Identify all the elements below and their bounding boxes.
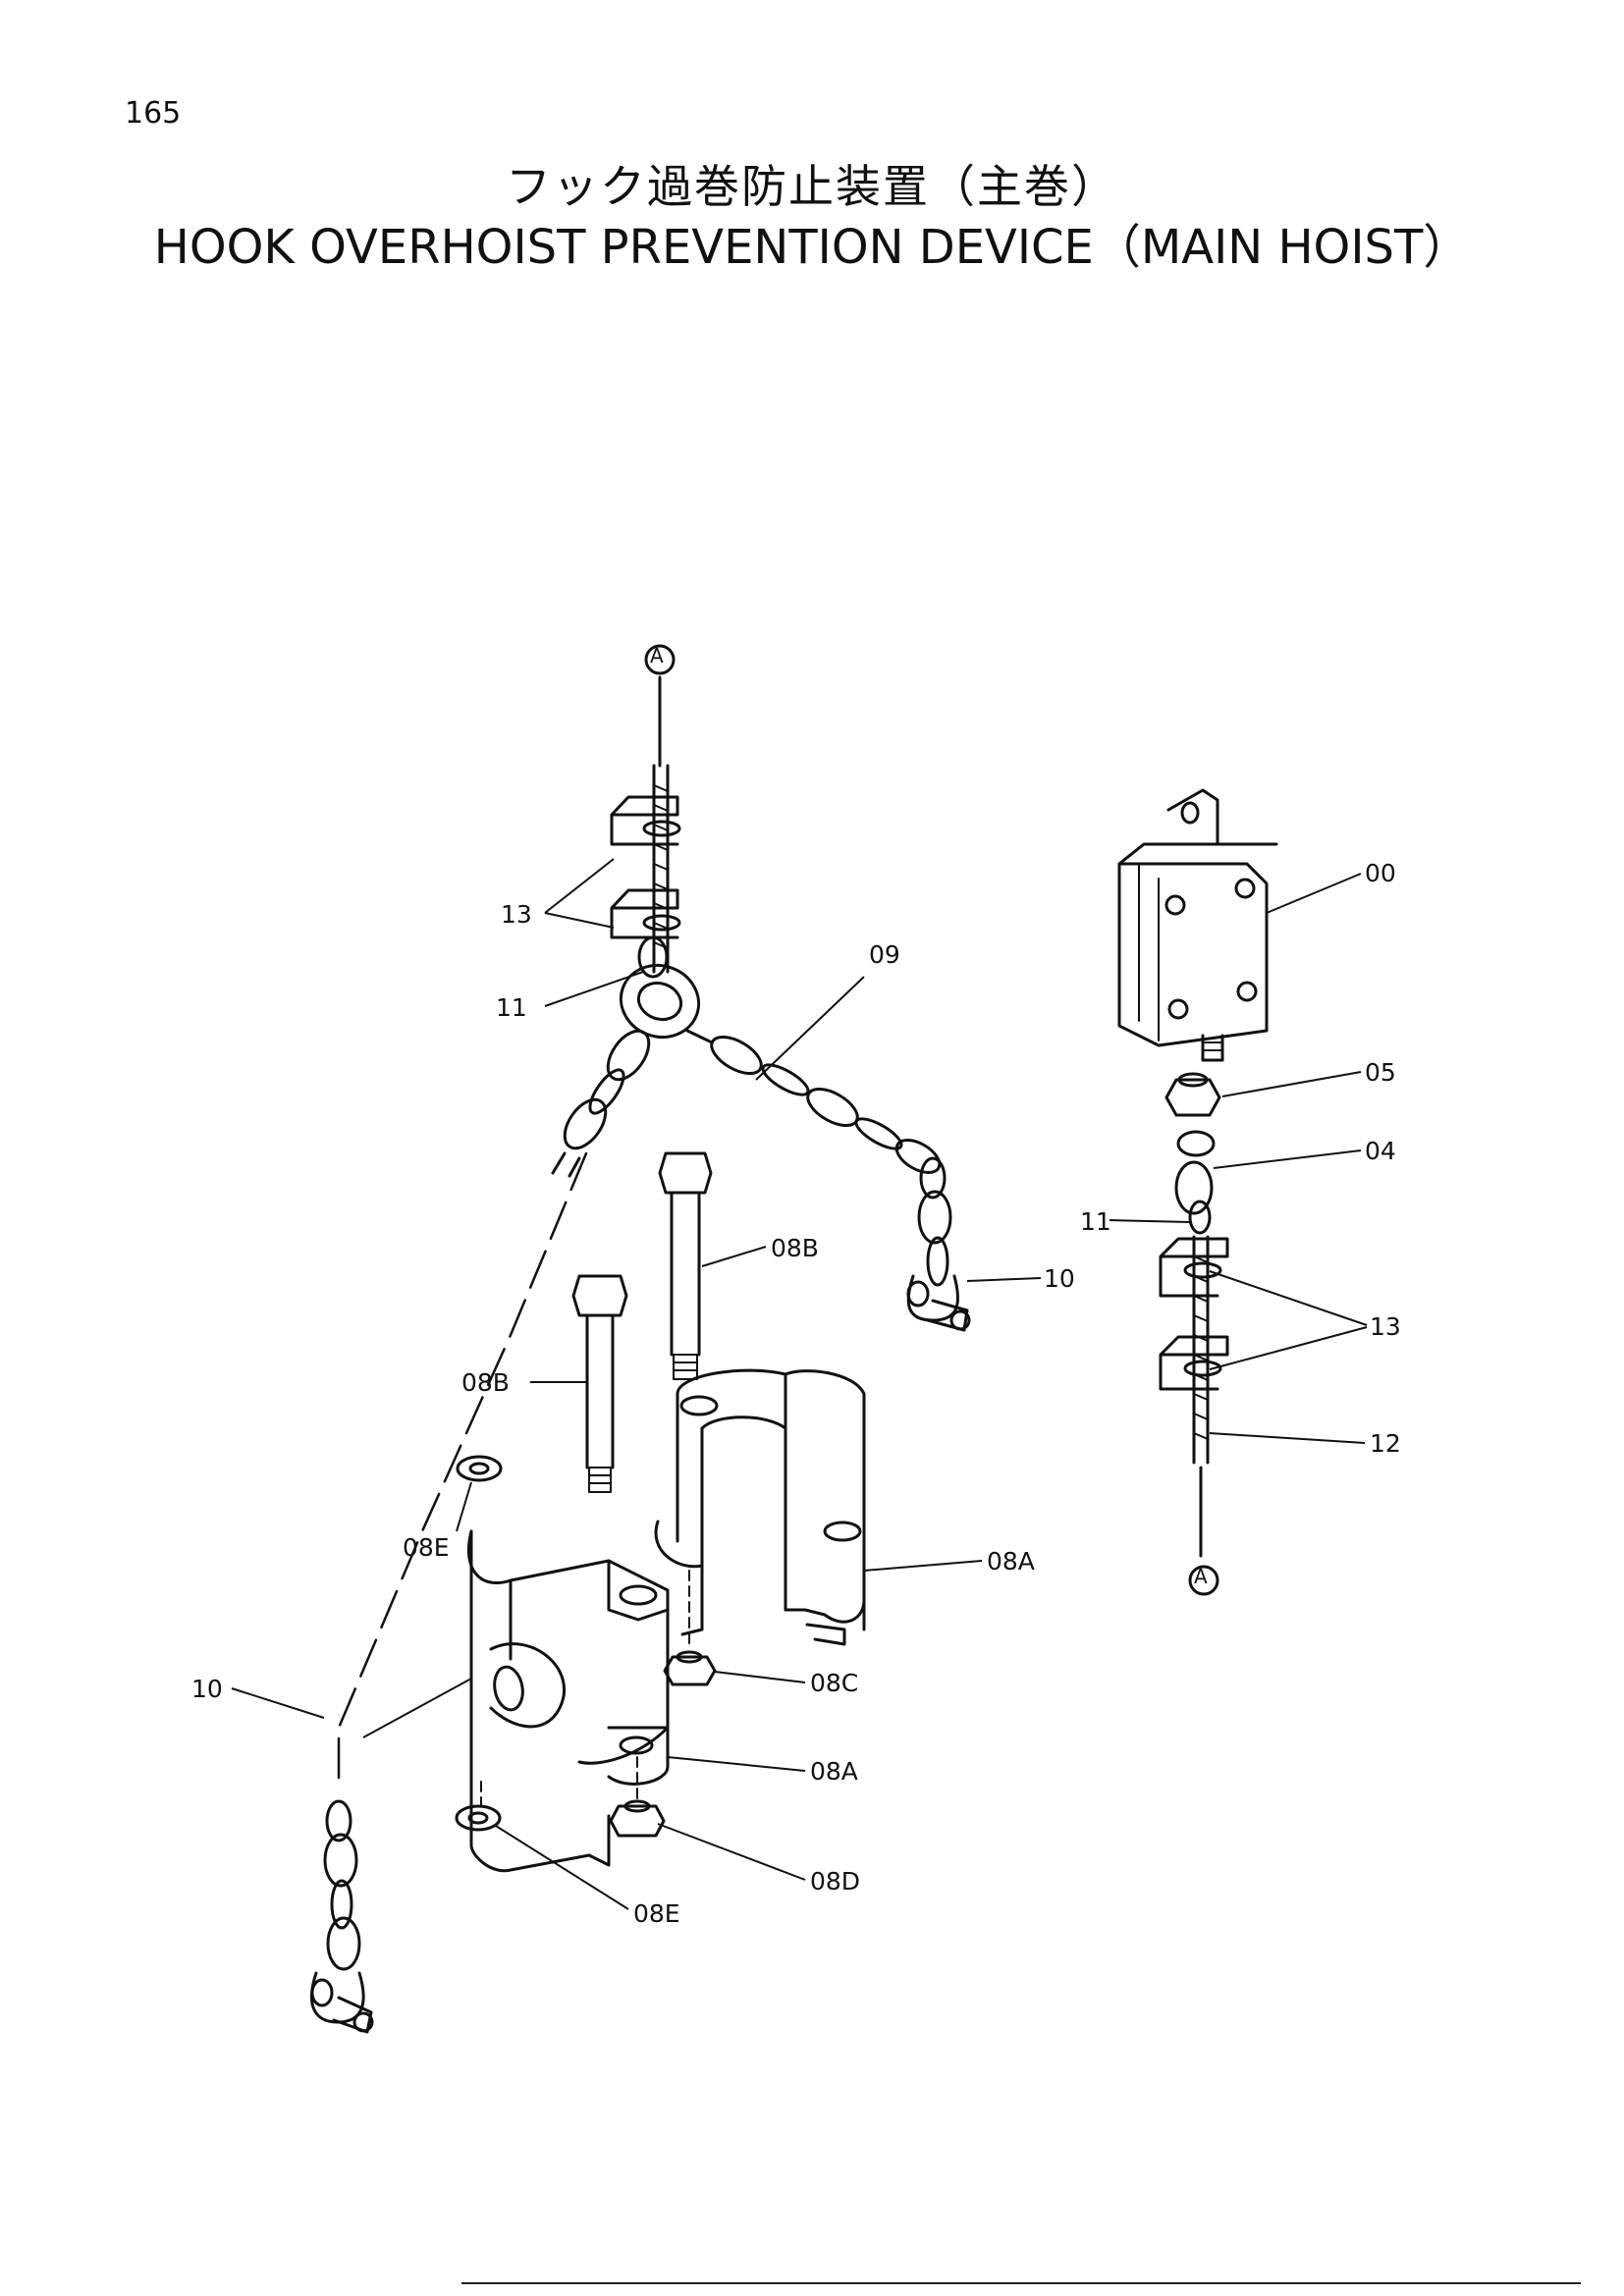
callout-13-right: 13 bbox=[1370, 1312, 1401, 1341]
leader-lines bbox=[231, 858, 1368, 1910]
eye-nut-04 bbox=[1174, 1130, 1216, 1215]
bolt-08b-lower bbox=[571, 1274, 628, 1493]
reference-letter-top: A bbox=[650, 644, 664, 667]
reference-letter-bottom: A bbox=[1194, 1565, 1208, 1588]
callout-10-right: 10 bbox=[1044, 1264, 1075, 1293]
nut-08c bbox=[663, 1650, 717, 1686]
callout-08e-lower: 08E bbox=[633, 1899, 680, 1928]
reference-circle-top bbox=[644, 644, 676, 675]
shackle-left bbox=[309, 1971, 374, 2034]
chain-left-upper bbox=[551, 1029, 651, 1178]
page-number: 165 bbox=[125, 96, 182, 131]
callout-00: 00 bbox=[1365, 859, 1396, 887]
callout-08b-upper: 08B bbox=[771, 1234, 819, 1262]
chain-right-hanging bbox=[917, 1156, 952, 1287]
callout-12: 12 bbox=[1370, 1429, 1401, 1458]
callout-08c: 08C bbox=[810, 1669, 859, 1697]
callout-08a-lower: 08A bbox=[810, 1757, 858, 1786]
spring-clamp-lower-pair bbox=[1159, 1237, 1229, 1391]
chain-left-lower bbox=[323, 1799, 361, 1971]
nut-05 bbox=[1164, 1072, 1221, 1117]
callout-08e-upper: 08E bbox=[403, 1533, 450, 1562]
bolt-08b-upper bbox=[658, 1151, 713, 1380]
callout-10-left: 10 bbox=[191, 1675, 223, 1703]
clamp-half-08a-back bbox=[654, 1368, 866, 1646]
spring-clamp-upper-pair bbox=[610, 795, 681, 939]
callout-08d: 08D bbox=[810, 1867, 861, 1896]
limit-rod-upper bbox=[652, 675, 670, 974]
callout-08b-lower: 08B bbox=[461, 1368, 510, 1397]
page-title-japanese: フック過巻防止装置（主巻） bbox=[506, 160, 1118, 213]
washer-08e-upper bbox=[456, 1455, 503, 1482]
clamp-half-08a-front bbox=[466, 1529, 670, 1873]
limit-switch-00 bbox=[1117, 788, 1278, 1062]
footer-rule bbox=[461, 2282, 1581, 2284]
shackle-right bbox=[906, 1274, 971, 1332]
chain-right-diagonal bbox=[685, 1029, 942, 1174]
ring-link-top bbox=[619, 935, 701, 1039]
callout-05: 05 bbox=[1365, 1058, 1396, 1087]
chain-continuation-dashed bbox=[337, 1151, 588, 1789]
reference-circle-bottom bbox=[1188, 1565, 1219, 1596]
nut-08d bbox=[609, 1799, 666, 1838]
callout-13-left: 13 bbox=[501, 900, 532, 929]
callout-09: 09 bbox=[869, 940, 900, 969]
callout-11-left: 11 bbox=[496, 993, 527, 1022]
callout-08a-upper: 08A bbox=[987, 1547, 1035, 1575]
washer-08e-lower bbox=[455, 1804, 502, 1832]
page-title-english: HOOK OVERHOIST PREVENTION DEVICE（MAIN HO… bbox=[153, 220, 1471, 275]
limit-rod-lower bbox=[1188, 1200, 1212, 1558]
callout-04: 04 bbox=[1365, 1137, 1396, 1165]
callout-11-right: 11 bbox=[1080, 1207, 1111, 1236]
